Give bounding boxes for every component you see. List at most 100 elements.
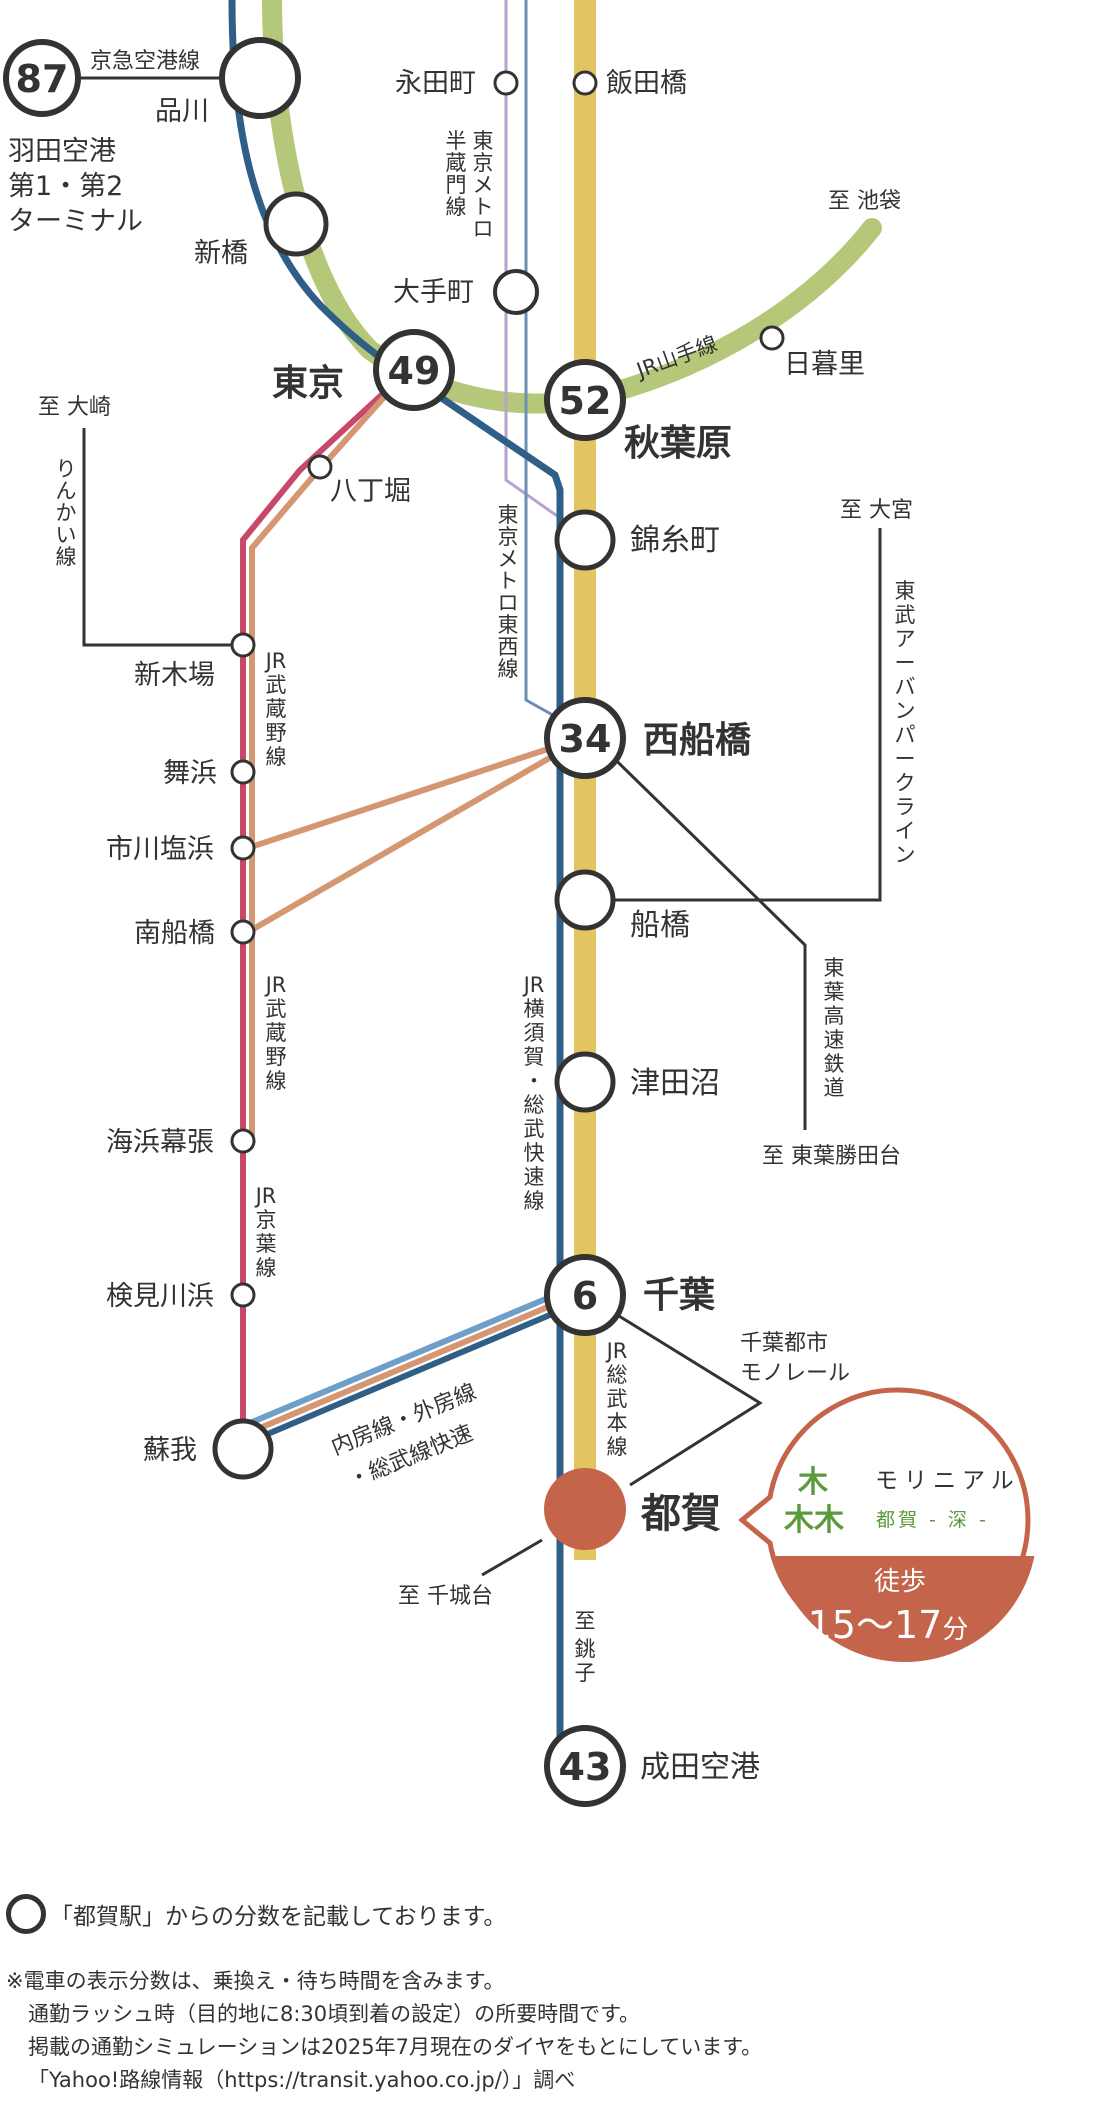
choshi-direction: 至 銚 子: [575, 1609, 596, 1685]
svg-text:線: 線: [256, 1256, 277, 1280]
svg-text:東: 東: [895, 579, 916, 603]
station-soga-label: 蘇我: [143, 1435, 197, 1466]
chishirodai-direction: 至 千城台: [398, 1584, 493, 1609]
toyo-rapid-line-label: 東 葉 高 速 鉄 道: [824, 956, 845, 1100]
station-nippori-label: 日暮里: [784, 349, 865, 380]
svg-text:JR: JR: [254, 1184, 277, 1208]
svg-text:ん: ん: [56, 479, 77, 503]
osaki-direction: 至 大崎: [38, 395, 111, 420]
station-narita[interactable]: [544, 1725, 626, 1807]
legend: 「都賀駅」からの分数を記載しております。: [6, 1890, 506, 1938]
svg-text:総: 総: [524, 1093, 545, 1117]
station-tsudanuma[interactable]: [554, 1051, 616, 1113]
svg-text:道: 道: [824, 1076, 845, 1100]
haneda-minutes: 87: [16, 57, 69, 101]
station-ichikawashiohama[interactable]: [230, 835, 256, 861]
svg-text:ア: ア: [895, 627, 916, 651]
svg-text:京: 京: [256, 1208, 277, 1232]
svg-text:バ: バ: [895, 675, 916, 699]
station-tokyo-label: 東京: [272, 362, 344, 404]
svg-text:ク: ク: [895, 771, 916, 795]
rinkai-line-label: り ん か い 線: [56, 457, 77, 569]
yokosuka-sobu-line-label: JR 横 須 賀 ・ 総 武 快 速 線: [522, 973, 545, 1213]
svg-text:野: 野: [266, 721, 287, 745]
station-ichikawashiohama-label: 市川塩浜: [106, 834, 214, 865]
station-maihama[interactable]: [230, 759, 256, 785]
station-shinkiba[interactable]: [230, 632, 256, 658]
svg-text:ラ: ラ: [895, 795, 916, 819]
svg-text:東: 東: [473, 129, 494, 153]
haneda-minutes-badge[interactable]: [3, 39, 81, 117]
svg-text:ト: ト: [498, 569, 519, 593]
svg-text:京: 京: [473, 151, 494, 175]
station-tsuga[interactable]: [544, 1468, 626, 1550]
station-tsuga-label: 都賀: [640, 1491, 721, 1537]
svg-text:門: 門: [446, 173, 467, 197]
station-iidabashi[interactable]: [572, 70, 598, 96]
note-2: 通勤ラッシュ時（目的地に8:30頃到着の設定）の所要時間です。: [28, 2002, 641, 2026]
musashino-line-label-2: JR 武 蔵 野 線: [264, 973, 287, 1093]
station-kinshicho-label: 錦糸町: [630, 523, 720, 558]
station-shinagawa[interactable]: [219, 37, 301, 119]
station-nippori[interactable]: [759, 325, 785, 351]
route-map: 87 京急空港線 品川 羽田空港 第1・第2 ターミナル 新橋 49 東京 永田…: [3, 0, 1037, 1807]
svg-text:線: 線: [56, 545, 77, 569]
station-tokyo[interactable]: [373, 329, 455, 411]
station-akihabara-label: 秋葉原: [624, 423, 732, 464]
haneda-label-1: 羽田空港: [8, 136, 116, 167]
svg-text:JR: JR: [522, 973, 545, 997]
station-akihabara[interactable]: [544, 359, 626, 441]
station-kinshicho[interactable]: [554, 509, 616, 571]
svg-text:子: 子: [575, 1661, 596, 1685]
svg-text:速: 速: [824, 1028, 845, 1052]
notes: ※電車の表示分数は、乗換え・待ち時間を含みます。 通勤ラッシュ時（目的地に8:3…: [6, 1965, 1096, 2097]
station-hatchobori[interactable]: [307, 454, 333, 480]
keikyu-line-label: 京急空港線: [90, 49, 200, 74]
svg-text:東: 東: [498, 613, 519, 637]
svg-text:り: り: [56, 457, 77, 481]
svg-text:武: 武: [895, 603, 916, 627]
ikebukuro-direction: 至 池袋: [828, 189, 901, 214]
destination-callout: 木 木 木 モリニアル 都賀 - 深 - 徒歩 15～17分: [738, 1387, 1037, 1662]
svg-text:線: 線: [498, 657, 519, 681]
svg-text:葉: 葉: [824, 980, 845, 1004]
station-minamifunabashi-label: 南船橋: [134, 918, 215, 949]
svg-text:木: 木: [783, 1503, 814, 1538]
station-shimbashi[interactable]: [263, 191, 329, 257]
station-hatchobori-label: 八丁堀: [330, 476, 411, 507]
svg-text:高: 高: [824, 1004, 845, 1028]
svg-text:ト: ト: [473, 195, 494, 219]
musashino-branch-2: [246, 749, 562, 935]
keiyo-line-label: JR 京 葉 線: [254, 1184, 277, 1280]
brand-sub: 都賀 - 深 -: [876, 1509, 989, 1531]
svg-text:総: 総: [607, 1363, 628, 1387]
akihabara-minutes: 52: [559, 379, 612, 423]
svg-text:木: 木: [813, 1503, 844, 1538]
toyo-rapid-line: [583, 728, 807, 1130]
station-nishifunabashi[interactable]: [544, 697, 626, 779]
svg-text:ン: ン: [895, 843, 916, 867]
station-soga[interactable]: [212, 1418, 274, 1480]
narita-minutes: 43: [559, 1745, 612, 1789]
note-4: 「Yahoo!路線情報（https://transit.yahoo.co.jp/…: [28, 2068, 576, 2092]
haneda-label-3: ターミナル: [8, 206, 143, 237]
station-nishifunabashi-label: 西船橋: [643, 720, 751, 761]
svg-text:武: 武: [266, 673, 287, 697]
svg-text:快: 快: [524, 1141, 545, 1165]
station-kemigawahama-label: 検見川浜: [106, 1281, 214, 1312]
uchibo-line-dark: [249, 1306, 566, 1444]
toyo-katsutadai-direction: 至 東葉勝田台: [762, 1144, 901, 1169]
monorail-line: [584, 1293, 763, 1487]
station-minamifunabashi[interactable]: [230, 919, 256, 945]
svg-text:イ: イ: [895, 819, 916, 843]
station-nagatacho[interactable]: [493, 70, 519, 96]
svg-text:賀: 賀: [524, 1045, 545, 1069]
tobu-urban-line: [585, 528, 882, 902]
station-chiba[interactable]: [544, 1254, 626, 1336]
note-3: 掲載の通勤シミュレーションは2025年7月現在のダイヤをもとにしています。: [28, 2035, 763, 2059]
station-funabashi[interactable]: [554, 869, 616, 931]
svg-text:至: 至: [575, 1609, 596, 1633]
station-kemigawahama[interactable]: [230, 1282, 256, 1308]
station-otemachi[interactable]: [493, 269, 539, 315]
station-kaihinmakuhari[interactable]: [230, 1128, 256, 1154]
